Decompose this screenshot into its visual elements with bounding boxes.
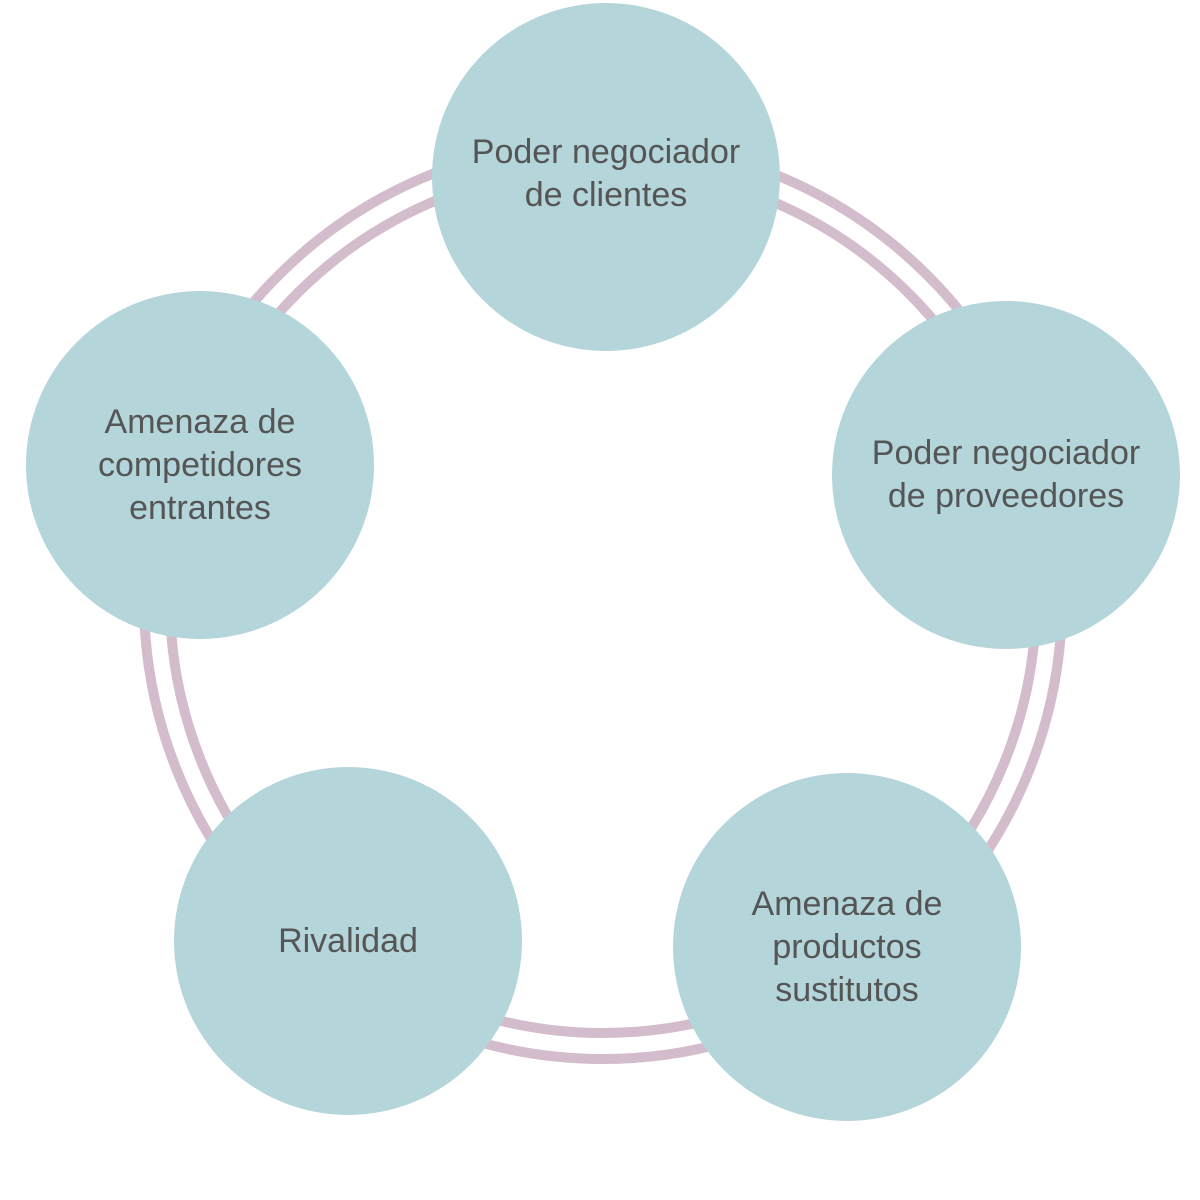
force-node-rivalry: Rivalidad — [174, 767, 522, 1115]
force-node-buyers: Poder negociador de clientes — [432, 3, 780, 351]
force-label-rivalry: Rivalidad — [278, 921, 418, 960]
force-node-substitutes: Amenaza de productos sustitutos — [673, 773, 1021, 1121]
force-label-buyers: Poder negociador de clientes — [471, 133, 741, 214]
force-label-new-entrants: Amenaza de competidores entrantes — [97, 402, 303, 527]
force-label-substitutes: Amenaza de productos sustitutos — [751, 884, 943, 1009]
force-node-new-entrants: Amenaza de competidores entrantes — [26, 291, 374, 639]
force-node-suppliers: Poder negociador de proveedores — [832, 301, 1180, 649]
force-label-suppliers: Poder negociador de proveedores — [871, 434, 1141, 515]
